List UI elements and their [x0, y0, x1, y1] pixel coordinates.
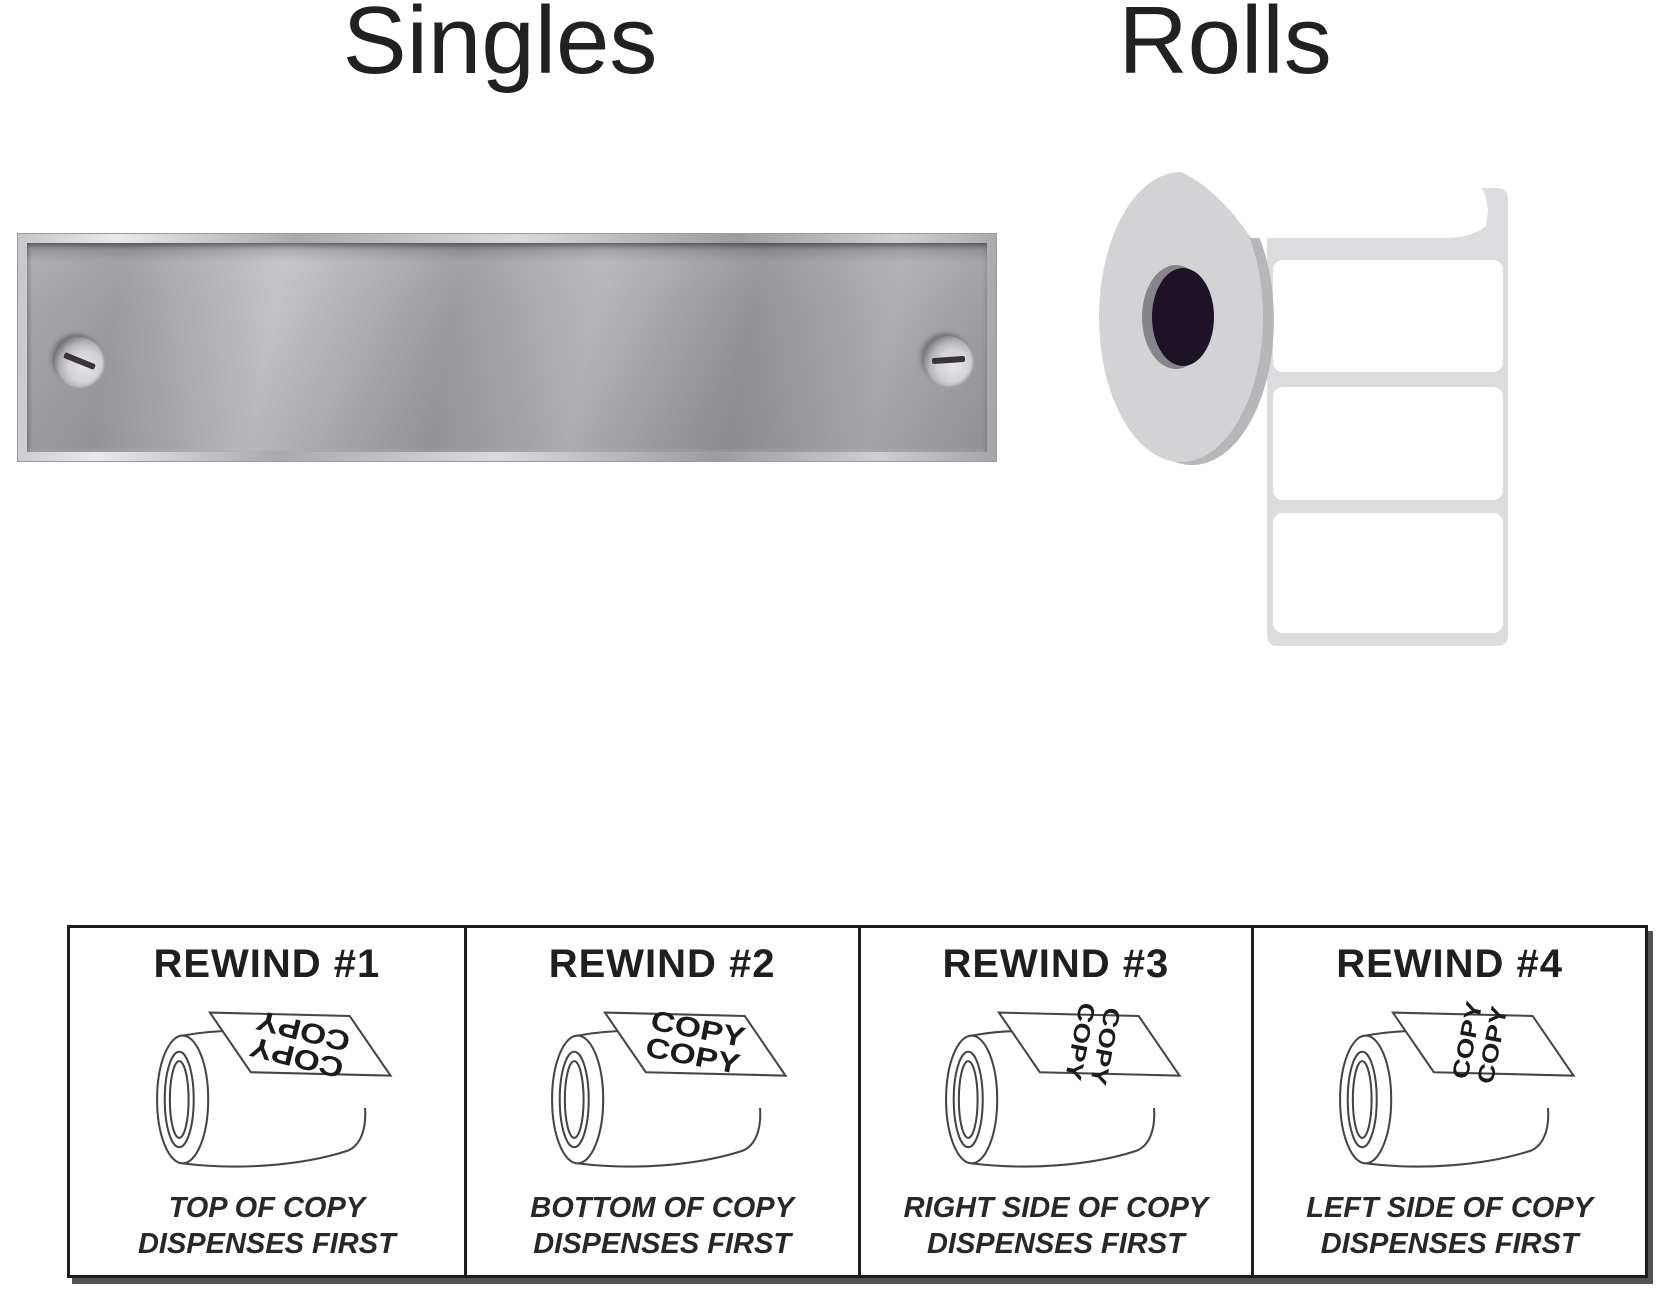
caption-line2: DISPENSES FIRST — [926, 1228, 1185, 1261]
rewind-options-table: REWIND #1 COPY COPY TOP OF COPY DISPENSE… — [67, 925, 1648, 1278]
roll-core — [563, 1060, 585, 1139]
peeled-label-sheet — [207, 1011, 393, 1077]
caption-line1: LEFT SIDE OF COPY — [1306, 1191, 1594, 1224]
roll-core — [957, 1060, 979, 1139]
metal-plate-face — [27, 243, 987, 452]
label-roll-illustration — [1099, 167, 1508, 646]
blank-label — [1273, 387, 1503, 500]
peeled-label-sheet — [996, 1011, 1182, 1077]
caption-line2: DISPENSES FIRST — [137, 1228, 396, 1261]
rewind-heading: REWIND #2 — [548, 942, 776, 986]
rewind-caption: TOP OF COPY DISPENSES FIRST — [138, 1190, 396, 1263]
roll-core — [168, 1060, 190, 1139]
singles-title: Singles — [342, 0, 658, 94]
blank-label — [1273, 513, 1503, 633]
screw-right-icon — [924, 336, 972, 384]
rewind-roll-diagram: COPY COPY — [944, 1001, 1182, 1168]
rewind-roll-diagram: COPY COPY — [1338, 999, 1576, 1168]
blank-label — [1273, 260, 1503, 372]
rewind-caption: RIGHT SIDE OF COPY DISPENSES FIRST — [904, 1190, 1209, 1263]
rewind-heading: REWIND #4 — [1336, 942, 1564, 986]
caption-line2: DISPENSES FIRST — [1320, 1228, 1579, 1261]
label-over-top-band — [1181, 167, 1488, 238]
screw-slot — [931, 355, 965, 365]
rewind-roll-diagram: COPY COPY — [551, 1005, 788, 1168]
rewind-option-3: REWIND #3 COPY COPY RIGHT SIDE OF COPY D… — [857, 928, 1252, 1275]
rewind-option-4: REWIND #4 COPY COPY LEFT SIDE OF COPY DI… — [1251, 928, 1645, 1275]
caption-line2: DISPENSES FIRST — [533, 1228, 792, 1261]
rewind-option-2: REWIND #2 COPY COPY BOTTOM OF COPY DISPE… — [463, 928, 858, 1275]
rewind-option-1: REWIND #1 COPY COPY TOP OF COPY DISPENSE… — [70, 928, 464, 1275]
rewind-roll-diagram: COPY COPY — [155, 1004, 393, 1168]
caption-line1: RIGHT SIDE OF COPY — [903, 1191, 1209, 1224]
core-hole — [1152, 268, 1214, 366]
screw-left-icon — [55, 337, 103, 385]
rewind-heading: REWIND #1 — [153, 942, 381, 986]
peeled-label-sheet — [603, 1011, 788, 1077]
rewind-heading: REWIND #3 — [942, 942, 1170, 986]
caption-line1: BOTTOM OF COPY — [530, 1191, 794, 1224]
rewind-caption: LEFT SIDE OF COPY DISPENSES FIRST — [1306, 1190, 1593, 1263]
screw-slot — [62, 352, 96, 371]
rewind-caption: BOTTOM OF COPY DISPENSES FIRST — [530, 1190, 794, 1263]
rolls-title: Rolls — [1118, 0, 1332, 94]
roll-core — [1351, 1060, 1373, 1139]
peeled-label-sheet — [1390, 1011, 1576, 1077]
metal-plate-illustration — [17, 233, 997, 462]
caption-line1: TOP OF COPY — [168, 1191, 366, 1224]
